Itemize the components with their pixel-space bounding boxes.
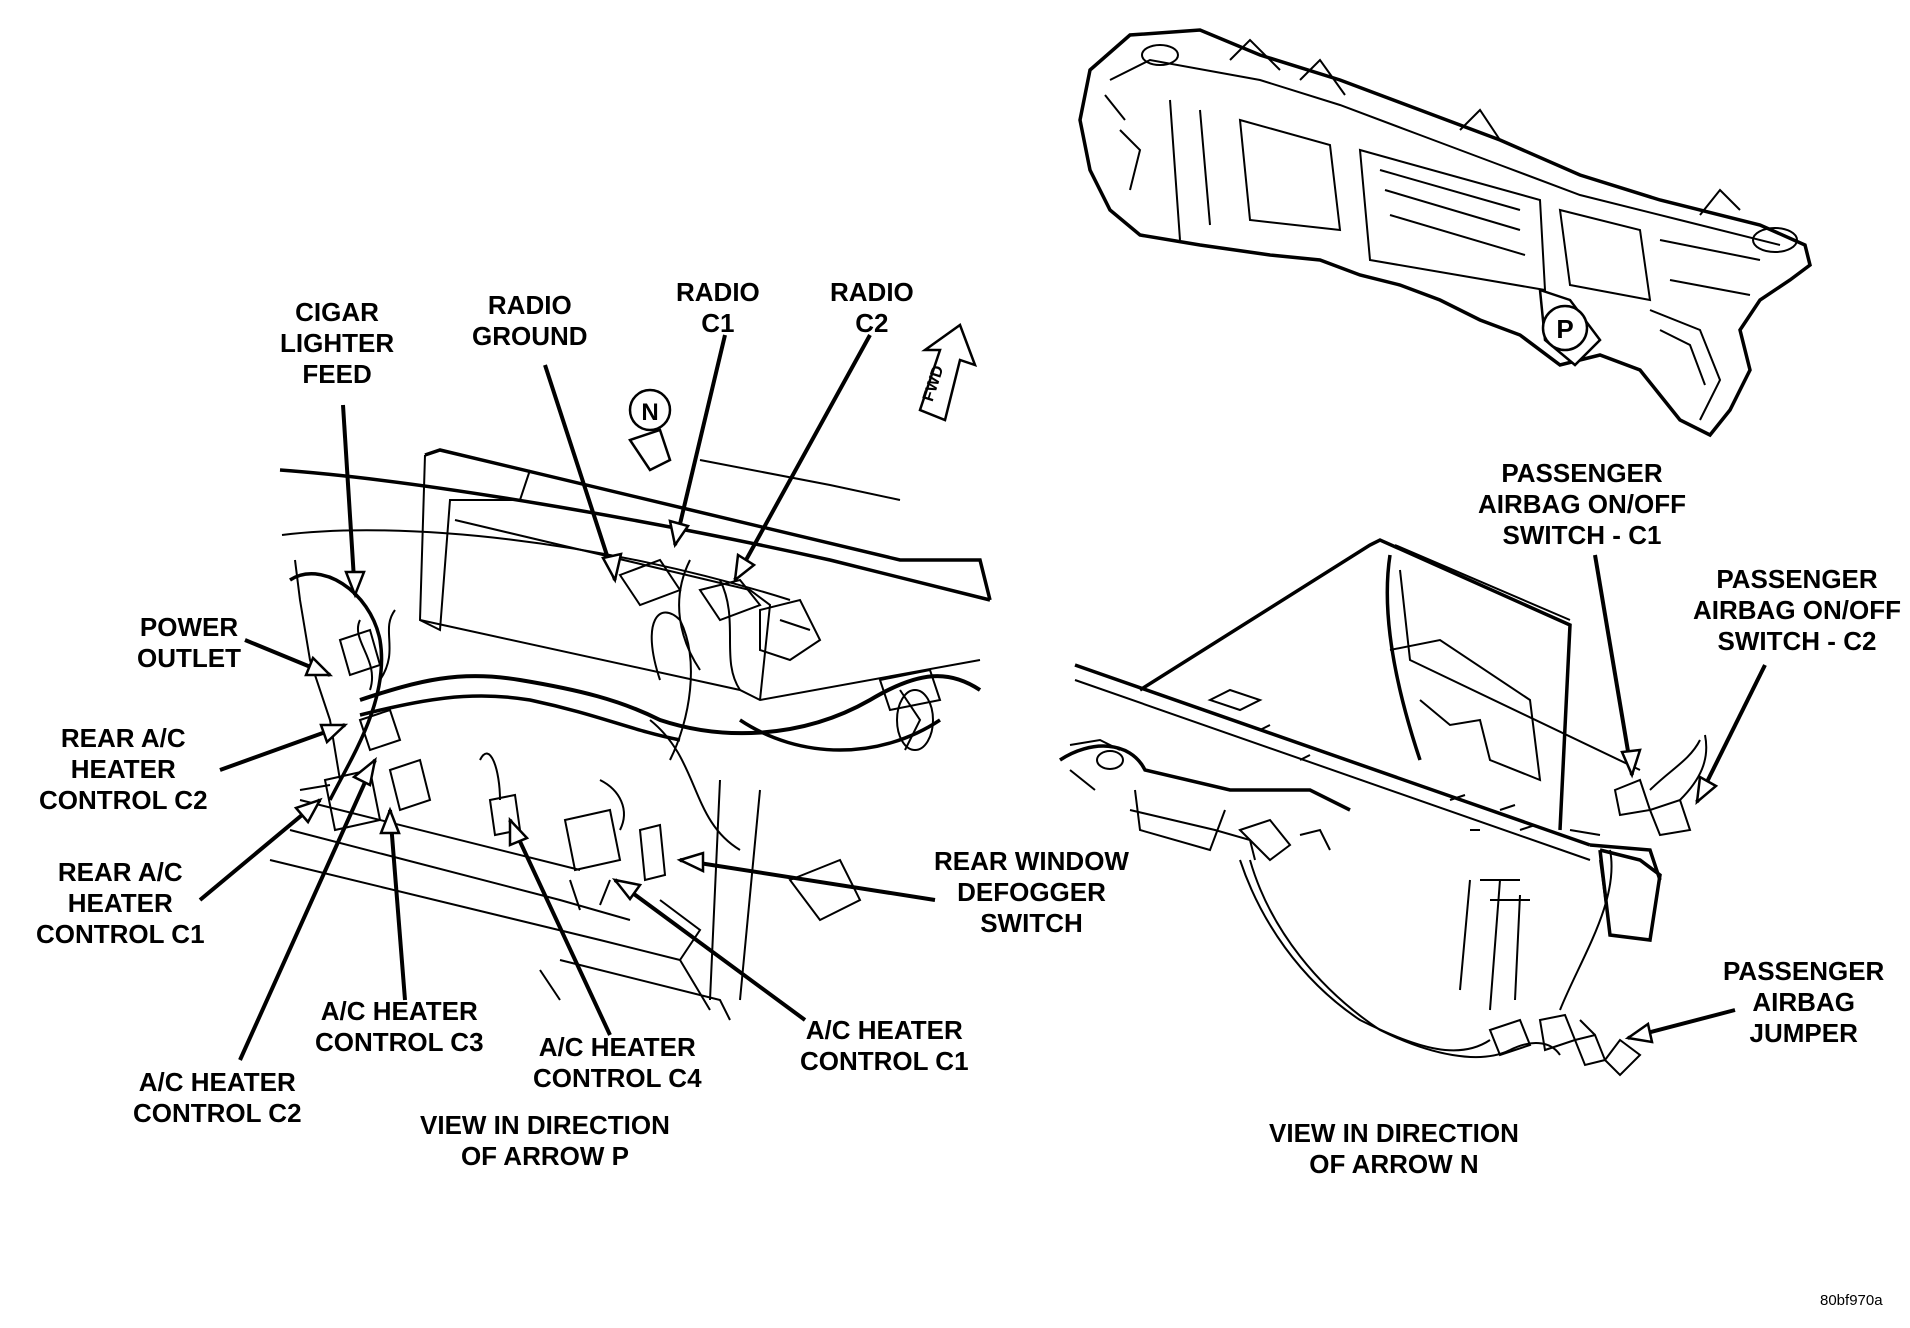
leader-lines-view-n	[1593, 554, 1767, 1044]
figure-reference-id: 80bf970a	[1820, 1292, 1883, 1309]
view-n-drawing	[1059, 538, 1708, 1077]
arrow-p: P	[1538, 288, 1602, 367]
arrow-n: N	[628, 388, 672, 472]
arrow-n-letter: N	[641, 399, 658, 426]
view-p-drawing	[269, 448, 992, 1021]
arrow-p-letter: P	[1556, 314, 1573, 344]
leader-lines-view-p	[198, 334, 936, 1061]
instrument-panel-overview	[1078, 28, 1812, 438]
fwd-arrow: FWD	[918, 323, 978, 422]
